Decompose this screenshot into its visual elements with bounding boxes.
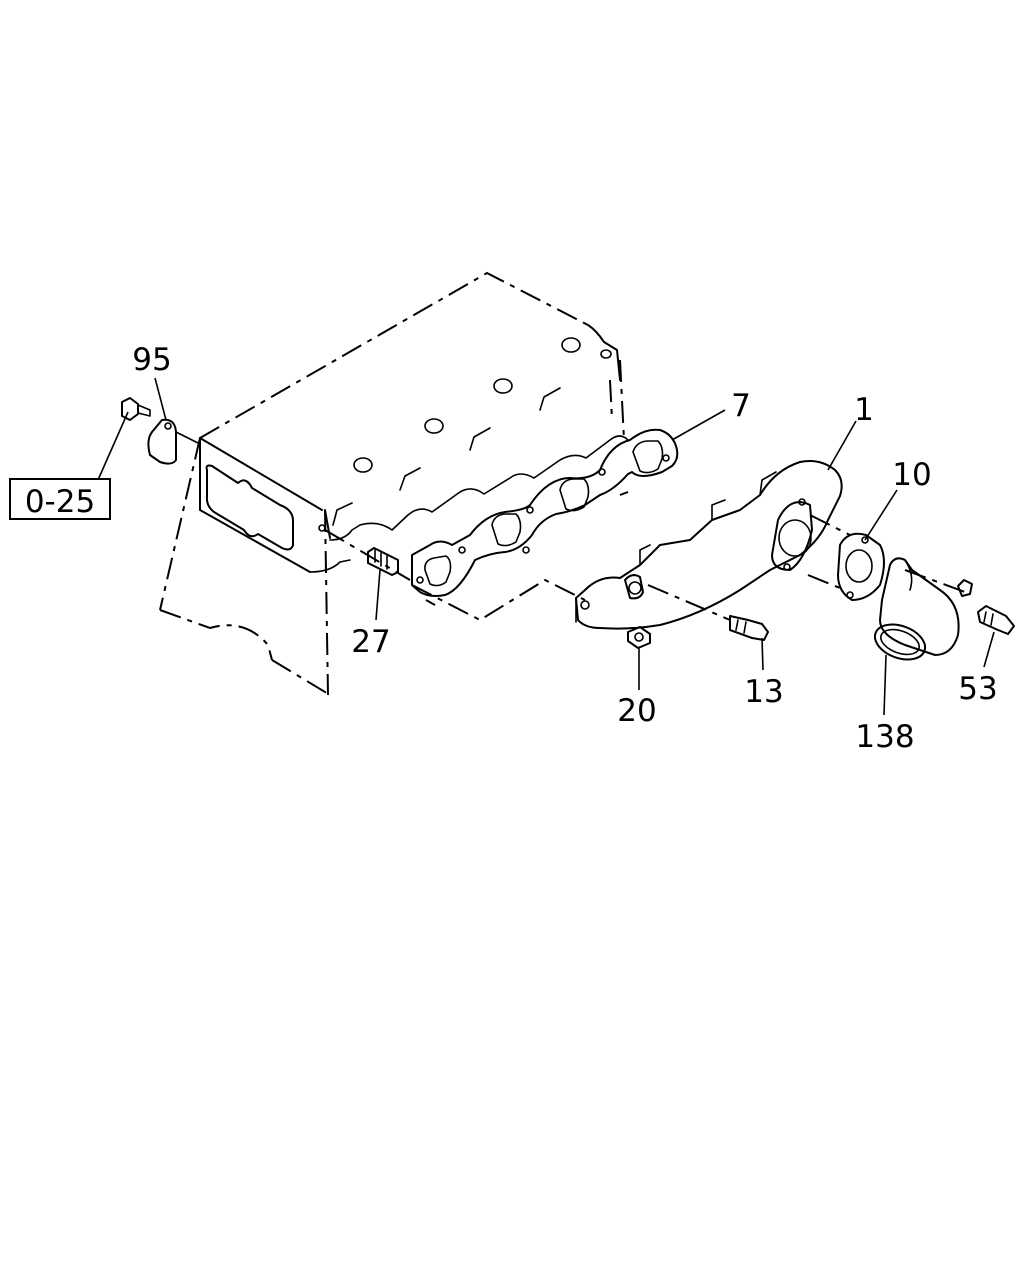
nut xyxy=(627,626,651,649)
callout-53[interactable]: 53 xyxy=(958,671,997,707)
outlet-gasket xyxy=(837,532,885,601)
leader-lines xyxy=(97,377,995,716)
exhaust-manifold xyxy=(575,460,843,630)
elbow-stud xyxy=(957,579,973,597)
clip-bolt xyxy=(121,397,151,421)
callout-138[interactable]: 138 xyxy=(855,719,914,755)
callout-27[interactable]: 27 xyxy=(351,624,390,660)
callout-13[interactable]: 13 xyxy=(744,674,783,710)
exhaust-pipe-elbow xyxy=(879,557,960,656)
cylinder-head xyxy=(199,324,629,573)
callout-95[interactable]: 95 xyxy=(132,342,171,378)
sealing-ring xyxy=(873,623,927,661)
callout-7[interactable]: 7 xyxy=(731,388,751,424)
callout-1[interactable]: 1 xyxy=(854,392,874,428)
clip xyxy=(147,418,177,465)
callout-20[interactable]: 20 xyxy=(617,693,656,729)
engine-block-outline xyxy=(159,271,625,696)
reference-box[interactable]: 0-25 xyxy=(9,478,111,520)
manifold-bolt xyxy=(729,615,769,641)
pipe-bolt xyxy=(977,605,1015,635)
reference-box-label: 0-25 xyxy=(25,484,95,520)
callout-10[interactable]: 10 xyxy=(892,457,931,493)
exhaust-manifold-gasket xyxy=(411,428,679,597)
stud xyxy=(367,547,399,576)
